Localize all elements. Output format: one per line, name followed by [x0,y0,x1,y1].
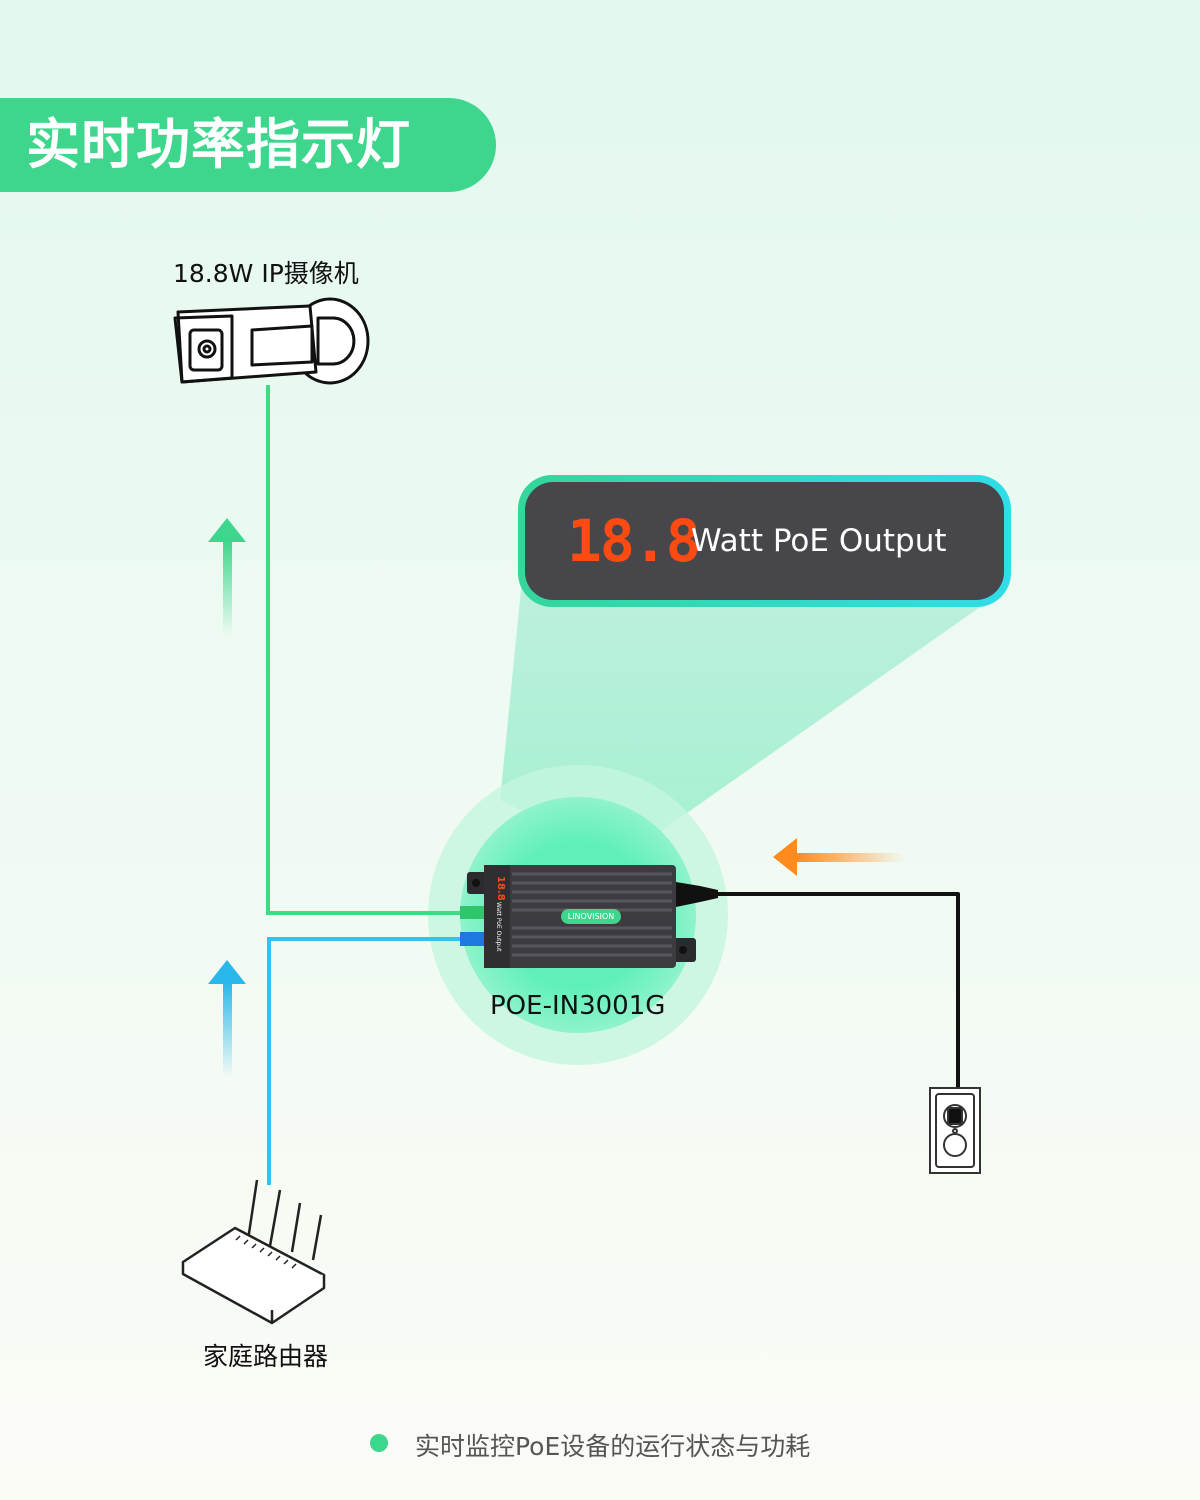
router-icon [181,1179,326,1325]
power-cable [700,892,960,1115]
bullet-dot [370,1434,388,1452]
green-arrow-up-icon [208,518,246,635]
ip-camera-icon [173,297,370,385]
green-poe-cable [266,385,468,915]
title-banner: 实时功率指示灯 [0,98,496,192]
blue-lan-cable [267,937,468,1185]
brand-badge: LINOVISION [561,909,621,924]
device-model-label: POE-IN3001G [490,991,666,1021]
camera-label: 18.8W IP摄像机 [173,259,359,288]
power-outlet-icon [929,1087,981,1174]
footer-caption: 实时监控PoE设备的运行状态与功耗 [415,1432,811,1461]
router-label: 家庭路由器 [203,1342,329,1371]
power-display-callout: 18.8 Watt PoE Output [518,475,1011,607]
blue-arrow-up-icon [208,960,246,1077]
orange-arrow-left-icon [773,838,905,876]
device-side-text: Watt PoE Output [495,902,502,952]
power-reading: 18.8 [567,507,701,575]
power-unit-text: Watt PoE Output [691,523,947,559]
device-mini-display: 18.8 [495,876,506,901]
